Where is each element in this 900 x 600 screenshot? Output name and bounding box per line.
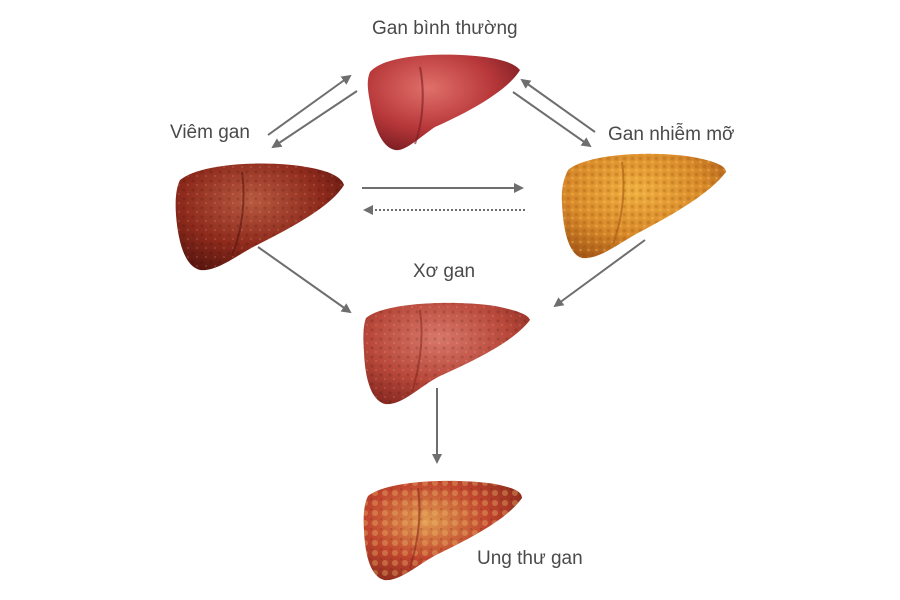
liver-hepatitis [175,163,344,271]
arrow-normal-to-hepatitis [271,90,358,149]
arrow-hepatitis-to-normal [267,74,352,136]
label-fatty-liver: Gan nhiễm mỡ [608,124,735,145]
arrow-hepatitis-to-cirrhosis [257,246,352,314]
liver-cirrhosis [363,302,530,405]
arrow-fatty-to-cirrhosis [553,239,646,308]
label-liver-cancer: Ung thư gan [477,548,583,569]
label-hepatitis: Viêm gan [170,122,250,143]
liver-fatty [561,153,726,259]
liver-cancer [363,480,522,581]
arrow-fatty-to-normal [520,78,596,133]
arrow-normal-to-fatty [512,91,592,148]
label-normal-liver: Gan bình thường [372,18,518,39]
liver-normal [367,54,520,151]
label-cirrhosis: Xơ gan [413,261,476,282]
